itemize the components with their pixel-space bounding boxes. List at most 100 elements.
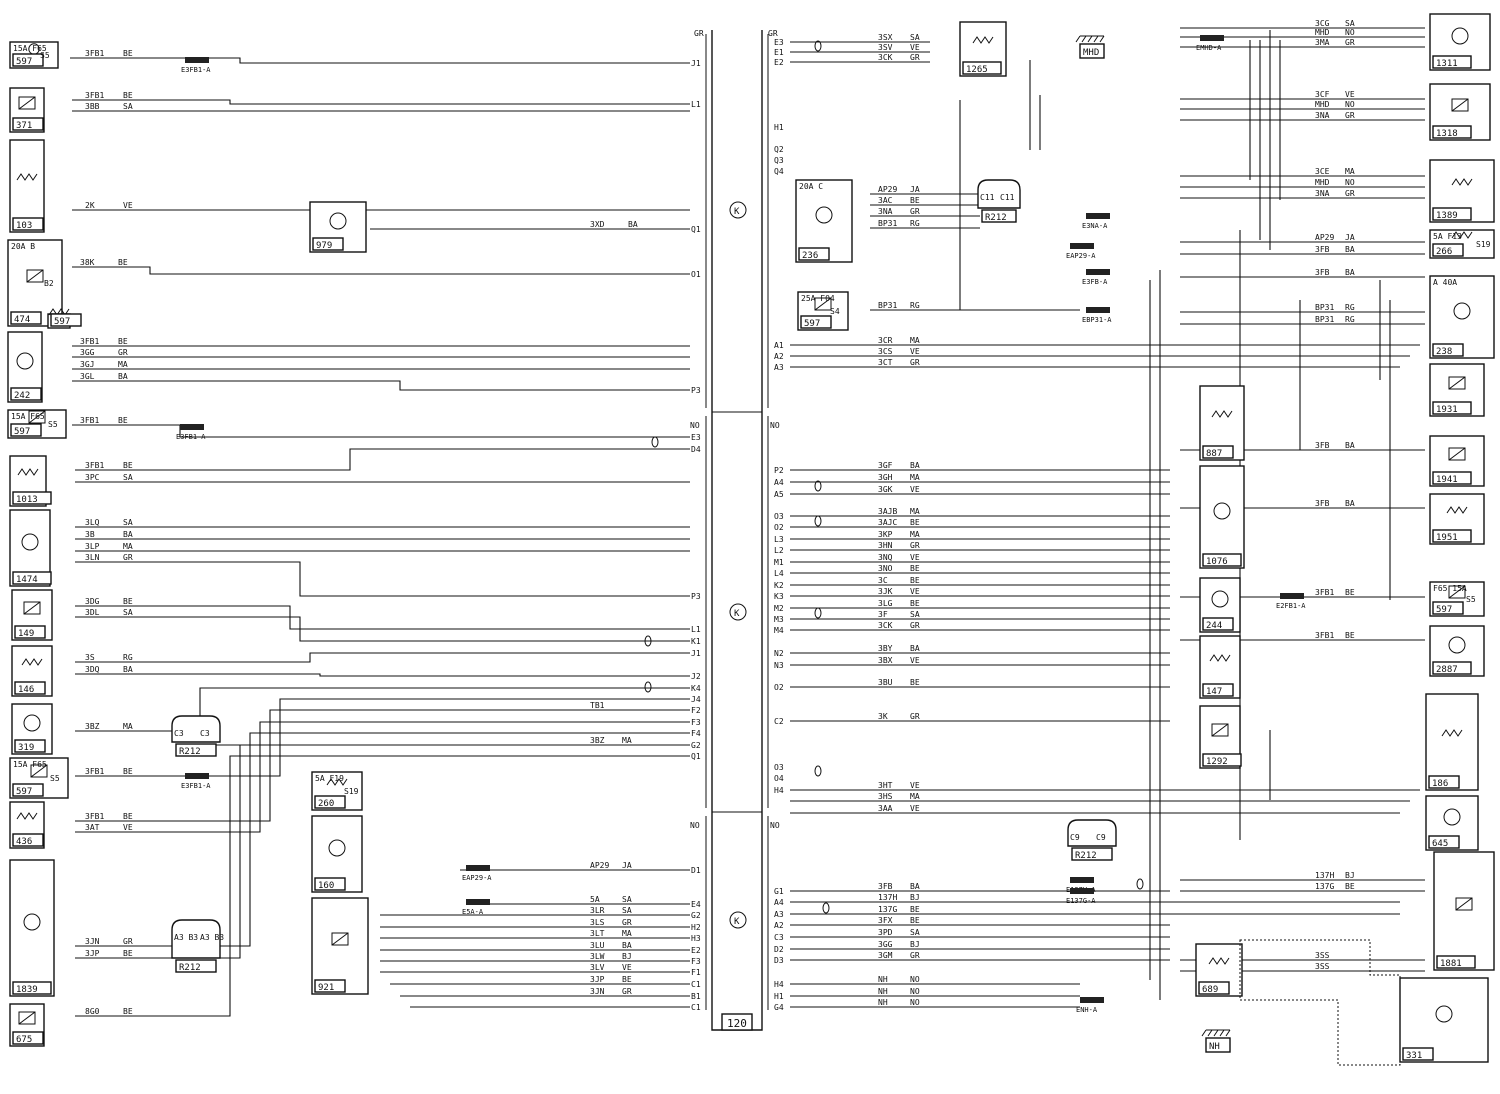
wire-code: NH [878,987,888,996]
wire-code: NH [878,998,888,1007]
wire-color: GR [622,987,632,996]
component-symbol-icon [17,468,39,476]
wire-code: 3CE [1315,167,1330,176]
wire-code: 3K [878,712,888,721]
pin-label: G4 [774,1003,784,1012]
component-371: 371 [9,87,45,133]
wire-code: 3AJC [878,518,897,527]
pin-label: O3 [774,763,784,772]
component-number: 436 [16,837,32,847]
pin-label: F3 [691,718,701,727]
component-597: 597 [47,308,82,329]
wire-color: BE [123,812,133,821]
component-1474: 1474 [9,509,52,587]
component-160: 160 [311,815,363,893]
pin-label: Q2 [774,145,784,154]
wire-color: BJ [910,893,920,902]
component-103: 103 [9,139,45,233]
component-921: 921 [311,897,369,995]
wire-color: RG [910,301,920,310]
k-symbol-icon [729,603,747,621]
wire-color: JA [1345,233,1355,242]
pin-label: D2 [774,945,784,954]
fuse-rating: 15A F65 [13,44,47,53]
wire-color: SA [622,906,632,915]
pin-label: E3 [774,38,784,47]
component-147: 147 [1199,635,1241,699]
splice: E3FB1-A [181,57,211,74]
wire [75,721,690,833]
wire-color: BE [622,975,632,984]
wire [70,57,690,64]
svg-text:K: K [734,609,740,619]
pin-label: G2 [691,741,701,750]
wire-code: 3GG [878,940,893,949]
wire-color: GR [910,53,920,62]
twisted-pair-icon [644,635,652,647]
component-186: 186 [1425,693,1479,791]
wire-color: NO [1345,100,1355,109]
ground-label: NH [1209,1042,1220,1052]
component-symbol-icon [1448,636,1466,654]
splice-label: EBP31-A [1082,316,1112,324]
wire-code: 3PC [85,473,100,482]
component-number: 1318 [1436,129,1458,139]
pin-label: L1 [691,625,701,634]
component-331: 331 [1399,977,1489,1063]
pin-label: C9 [1070,833,1080,842]
wire-code: 3LP [85,542,100,551]
component-symbol-icon [16,812,38,820]
component-1389: 1389 [1429,159,1495,223]
splice: E2FB1-A [1276,593,1306,610]
component-number: 597 [16,787,32,797]
wire-code: MHD [1315,178,1330,187]
pin-label: A2 [774,921,784,930]
component-symbol-icon [1211,723,1229,737]
component-number: 238 [1436,347,1452,357]
pin-label: S5 [50,774,60,783]
splice-label: E2FB1-A [1276,602,1306,610]
wire-color: BE [123,91,133,100]
pin-label: E2 [691,946,701,955]
pin-label: D4 [691,445,701,454]
svg-text:NO: NO [770,821,780,830]
wire-code: 3BZ [590,736,605,745]
wire-color: VE [910,804,920,813]
wire-code: 3DQ [85,665,100,674]
component-number: 1292 [1206,757,1228,767]
wire-code: 3HS [878,792,893,801]
relay-label: R212 [1075,851,1097,861]
splice: EAP29-A [1066,243,1096,260]
wire-code: 3FB1 [1315,631,1334,640]
wire-color: MA [910,530,920,539]
pin-label: J1 [691,649,701,658]
wire-color: GR [910,358,920,367]
component-symbol-icon [23,714,41,732]
wire-color: GR [1345,38,1355,47]
component-number: 331 [1406,1051,1422,1061]
wire-code: 3LW [590,952,605,961]
component-number: 147 [1206,687,1222,697]
wire-color: BA [910,461,920,470]
splice: E3FB1-A [181,773,211,790]
wire-code: 3FB [1315,245,1330,254]
wire-color: BA [1345,245,1355,254]
fuse-rating: 5A F13 [1433,232,1462,241]
wire-color: VE [123,201,133,210]
pin-label: S5 [40,51,50,60]
component-979: 979 [309,201,367,253]
wire-code: 3CS [878,347,893,356]
pin-label: A5 [774,490,784,499]
wire-color: BE [1345,631,1355,640]
wire-color: GR [910,207,920,216]
svg-text:NO: NO [770,421,780,430]
pin-label: K3 [774,592,784,601]
wire-code: 3FB1 [85,91,104,100]
pin-label: C2 [774,717,784,726]
fuse-rating: 20A C [799,182,823,191]
wire-code: 3HN [878,541,893,550]
wire-color: BE [123,49,133,58]
wire-color: GR [910,712,920,721]
ground-icon: MHD [1075,35,1105,59]
component-number: 103 [16,221,32,231]
